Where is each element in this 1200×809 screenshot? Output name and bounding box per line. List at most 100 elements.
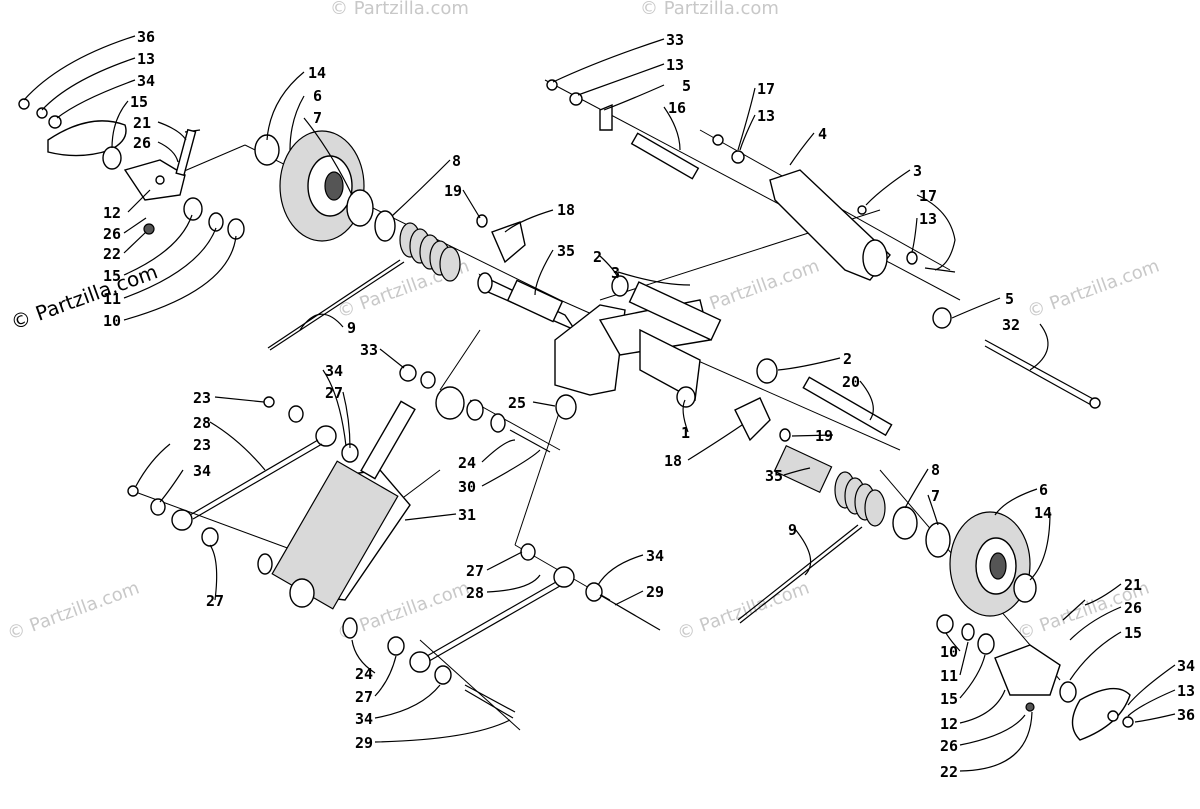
callout-21: 21 [133, 114, 151, 132]
callout-13: 13 [1177, 682, 1195, 700]
watermark-text: © Partzilla.com [640, 0, 779, 19]
callout-31: 31 [458, 506, 476, 524]
callout-2: 2 [843, 350, 852, 368]
callout-15: 15 [940, 690, 958, 708]
callout-33: 33 [666, 31, 684, 49]
watermark-text: © Partzilla.com [5, 577, 143, 644]
watermark-text: © Partzilla.com [1025, 255, 1163, 322]
callout-32: 32 [1002, 316, 1020, 334]
callout-34: 34 [1177, 657, 1195, 675]
callout-12: 12 [940, 715, 958, 733]
callout-25: 25 [508, 394, 526, 412]
callout-15: 15 [1124, 624, 1142, 642]
callout-36: 36 [1177, 706, 1195, 724]
callout-13: 13 [919, 210, 937, 228]
tie-rod-left [127, 396, 359, 575]
leader-lines [23, 35, 1176, 772]
callout-6: 6 [1039, 481, 1048, 499]
shaft-16 [630, 132, 700, 180]
callout-10: 10 [103, 312, 121, 330]
callout-12: 12 [103, 204, 121, 222]
callout-27: 27 [355, 688, 373, 706]
callout-5: 5 [1005, 290, 1014, 308]
callout-36: 36 [137, 28, 155, 46]
suspension-arm [769, 169, 891, 281]
callout-27: 27 [325, 384, 343, 402]
callout-13: 13 [666, 56, 684, 74]
callout-23: 23 [193, 389, 211, 407]
pivot-block-left [491, 221, 526, 264]
callout-28: 28 [193, 414, 211, 432]
callout-35: 35 [557, 242, 575, 260]
callout-13: 13 [137, 50, 155, 68]
callout-5: 5 [682, 77, 691, 95]
callout-34: 34 [355, 710, 373, 728]
callout-29: 29 [355, 734, 373, 752]
callout-24: 24 [458, 454, 476, 472]
shaft-20 [802, 376, 893, 437]
spacer-25 [555, 394, 577, 420]
callout-34: 34 [137, 72, 155, 90]
callout-30: 30 [458, 478, 476, 496]
callout-18: 18 [557, 201, 575, 219]
callout-7: 7 [931, 487, 940, 505]
callout-9: 9 [788, 521, 797, 539]
clevis-left [123, 159, 186, 201]
callout-34: 34 [325, 362, 343, 380]
snap-ring-left [374, 210, 396, 242]
callout-28: 28 [466, 584, 484, 602]
callout-21: 21 [1124, 576, 1142, 594]
callout-11: 11 [940, 667, 958, 685]
pivot-block-right [734, 397, 771, 442]
callout-29: 29 [646, 583, 664, 601]
callout-14: 14 [1034, 504, 1052, 522]
callout-34: 34 [193, 462, 211, 480]
callout-18: 18 [664, 452, 682, 470]
callout-26: 26 [1124, 599, 1142, 617]
callout-26: 26 [103, 225, 121, 243]
callout-labels: 36 13 34 15 21 26 12 26 22 15 11 10 14 6… [103, 28, 1195, 781]
callout-6: 6 [313, 87, 322, 105]
callout-26: 26 [940, 737, 958, 755]
callout-14: 14 [308, 64, 326, 82]
callout-10: 10 [940, 643, 958, 661]
callout-19: 19 [815, 427, 833, 445]
callout-15: 15 [103, 267, 121, 285]
callout-16: 16 [668, 99, 686, 117]
watermark-text: © Partzilla.com [330, 0, 469, 19]
callout-22: 22 [940, 763, 958, 781]
callout-26: 26 [133, 134, 151, 152]
callout-17: 17 [757, 80, 775, 98]
callout-19: 19 [444, 182, 462, 200]
callout-34: 34 [646, 547, 664, 565]
callout-27: 27 [466, 562, 484, 580]
callout-7: 7 [313, 109, 322, 127]
callout-33: 33 [360, 341, 378, 359]
tie-rod-right [342, 543, 661, 719]
callout-8: 8 [452, 152, 461, 170]
callout-22: 22 [103, 245, 121, 263]
callout-4: 4 [818, 125, 827, 143]
callout-11: 11 [103, 290, 121, 308]
shock-absorber [271, 386, 465, 610]
callout-8: 8 [931, 461, 940, 479]
callout-35: 35 [765, 467, 783, 485]
watermark-text: © Partzilla.com [675, 577, 813, 644]
callout-13: 13 [757, 107, 775, 125]
callout-15: 15 [130, 93, 148, 111]
callout-3: 3 [611, 264, 620, 282]
copyright-mark: © Partzilla.com [8, 259, 161, 334]
callout-1: 1 [681, 424, 690, 442]
bracket-plate-right [1071, 687, 1131, 741]
callout-9: 9 [347, 319, 356, 337]
callout-23: 23 [193, 436, 211, 454]
callout-3: 3 [913, 162, 922, 180]
callout-20: 20 [842, 373, 860, 391]
callout-27: 27 [206, 592, 224, 610]
part-shapes [18, 79, 1134, 741]
clevis-right [994, 644, 1061, 696]
main-shaft [477, 272, 577, 332]
torsion-spring-left [267, 222, 461, 351]
